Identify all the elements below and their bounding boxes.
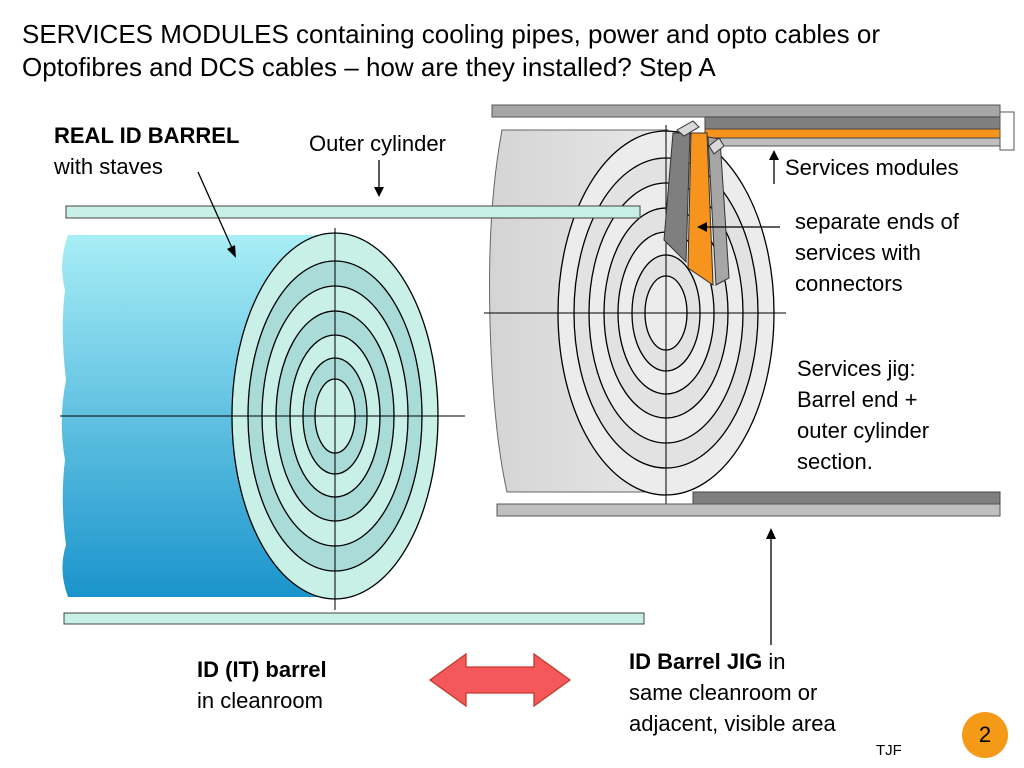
page-number: 2 [978, 722, 992, 747]
title-line-2: Optofibres and DCS cables – how are they… [22, 52, 716, 82]
id-barrel-jig [484, 104, 1015, 517]
title-line-1: SERVICES MODULES containing cooling pipe… [22, 19, 880, 49]
separate-ends-line-1: separate ends of [795, 209, 959, 234]
connector-right [708, 137, 725, 155]
services-end-orange [687, 132, 714, 286]
page-number-badge: 2 [962, 712, 1008, 758]
services-jig-label: Services jig: Barrel end + outer cylinde… [797, 353, 929, 477]
jig-label-tail: in [762, 649, 786, 674]
jig-top-rail-outer [491, 104, 1001, 118]
jig-label-line-2: same cleanroom or [629, 680, 818, 705]
services-module-orange-strip [704, 128, 1001, 139]
services-module-grey-strip [704, 116, 1001, 130]
author-initials: TJF [876, 742, 902, 759]
slide-title: SERVICES MODULES containing cooling pipe… [22, 18, 1012, 84]
it-barrel-label: ID (IT) barrel in cleanroom [197, 654, 327, 716]
barrel-pointer-arrow [197, 171, 236, 258]
it-barrel-label-sub: in cleanroom [197, 688, 323, 713]
connector-top [676, 120, 700, 137]
separate-ends-pointer-arrow [697, 222, 780, 232]
services-jig-line-4: section. [797, 449, 873, 474]
real-barrel-label: REAL ID BARREL with staves [54, 120, 239, 182]
separate-ends-line-3: connectors [795, 271, 903, 296]
pointer-arrows [197, 150, 780, 708]
jig-pointer-arrow [766, 528, 776, 645]
jig-top-rail-inner [716, 137, 1001, 147]
services-jig-line-2: Barrel end + [797, 387, 918, 412]
up-arrow-icon [769, 150, 779, 184]
real-id-barrel [60, 205, 645, 625]
services-jig-line-3: outer cylinder [797, 418, 930, 443]
outer-cylinder-label: Outer cylinder [309, 131, 446, 156]
jig-label-line-3: adjacent, visible area [629, 711, 836, 736]
jig-bottom-rail [496, 503, 1001, 517]
jig-label: ID Barrel JIG in same cleanroom or adjac… [629, 646, 836, 739]
jig-label-bold: ID Barrel JIG [629, 649, 763, 674]
it-barrel-label-bold: ID (IT) barrel [197, 657, 327, 682]
outer-cylinder-top [65, 205, 641, 219]
outer-cylinder-bottom [63, 612, 645, 625]
real-barrel-label-sub: with staves [54, 154, 163, 179]
double-arrow-icon [428, 652, 572, 708]
jig-bottom-rail-dark [692, 491, 1001, 505]
services-modules-label: Services modules [785, 155, 959, 180]
services-end-light [707, 136, 730, 286]
separate-ends-label: separate ends of services with connector… [795, 206, 959, 299]
separate-ends-line-2: services with [795, 240, 921, 265]
services-jig-line-1: Services jig: [797, 356, 916, 381]
down-arrow-icon [374, 160, 384, 197]
real-barrel-label-bold: REAL ID BARREL [54, 123, 240, 148]
